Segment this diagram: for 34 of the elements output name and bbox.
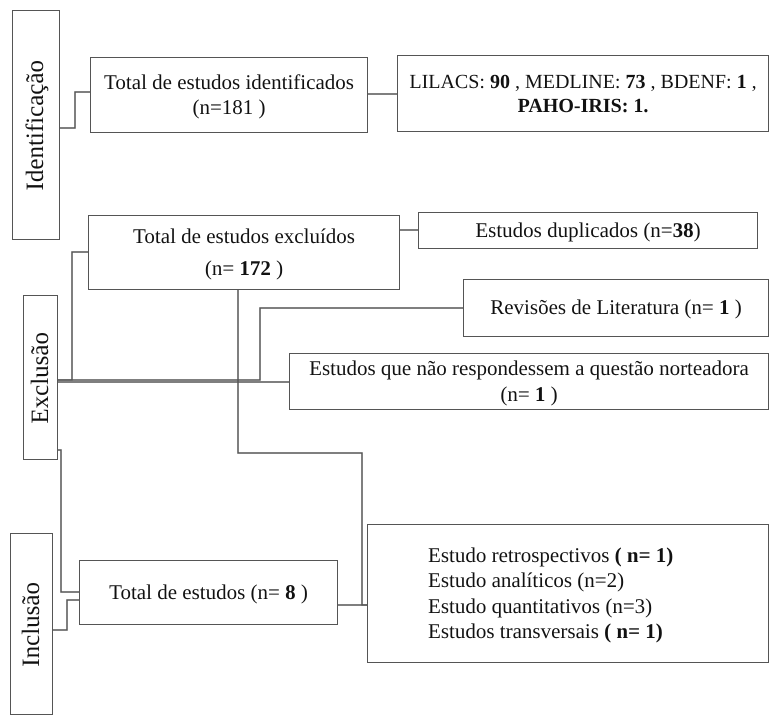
stage-label-band [23, 295, 58, 460]
box-text: Estudos duplicados (n=38) [475, 218, 701, 244]
process-box [90, 57, 368, 133]
process-box [397, 55, 769, 132]
stage-label: Exclusão [26, 332, 54, 424]
list-item: Estudo retrospectivos ( n= 1) [428, 543, 674, 568]
connector-line [338, 604, 367, 606]
process-box [367, 524, 769, 663]
stage-label: Inclusão [18, 582, 46, 666]
box-text: Total de estudos identificados (n=181 ) [103, 70, 355, 120]
stage-label: Identificação [22, 60, 50, 190]
list-item: Estudo analíticos (n=2) [428, 568, 624, 594]
box-text: (n= 172 ) [204, 256, 284, 281]
connector-line [58, 307, 463, 381]
stage-label-band [12, 10, 60, 240]
connector-line [400, 229, 418, 231]
box-text: LILACS: 90 , MEDLINE: 73 , BDENF: 1 , PAHO-IRIS: 1. [408, 70, 758, 118]
process-box [289, 353, 769, 410]
connector-line [368, 93, 397, 95]
box-text: Estudos que não respondessem a questão norteadora (n= 1 ) [308, 356, 750, 407]
connector-line [58, 381, 289, 383]
process-box [463, 279, 769, 337]
connector-line [58, 449, 79, 593]
process-box [418, 212, 758, 249]
process-box [79, 560, 338, 625]
list-item: Estudo quantitativos (n=3) [428, 594, 652, 619]
list-item: Estudos transversais ( n= 1) [428, 618, 663, 644]
connector-line [53, 599, 79, 631]
process-box [88, 215, 400, 290]
box-text: Total de estudos (n= 8 ) [109, 580, 308, 606]
box-text: Total de estudos excluídos [133, 224, 355, 250]
stage-label-band [10, 533, 53, 715]
connector-line [60, 91, 90, 129]
box-text: Revisões de Literatura (n= 1 ) [490, 295, 742, 321]
